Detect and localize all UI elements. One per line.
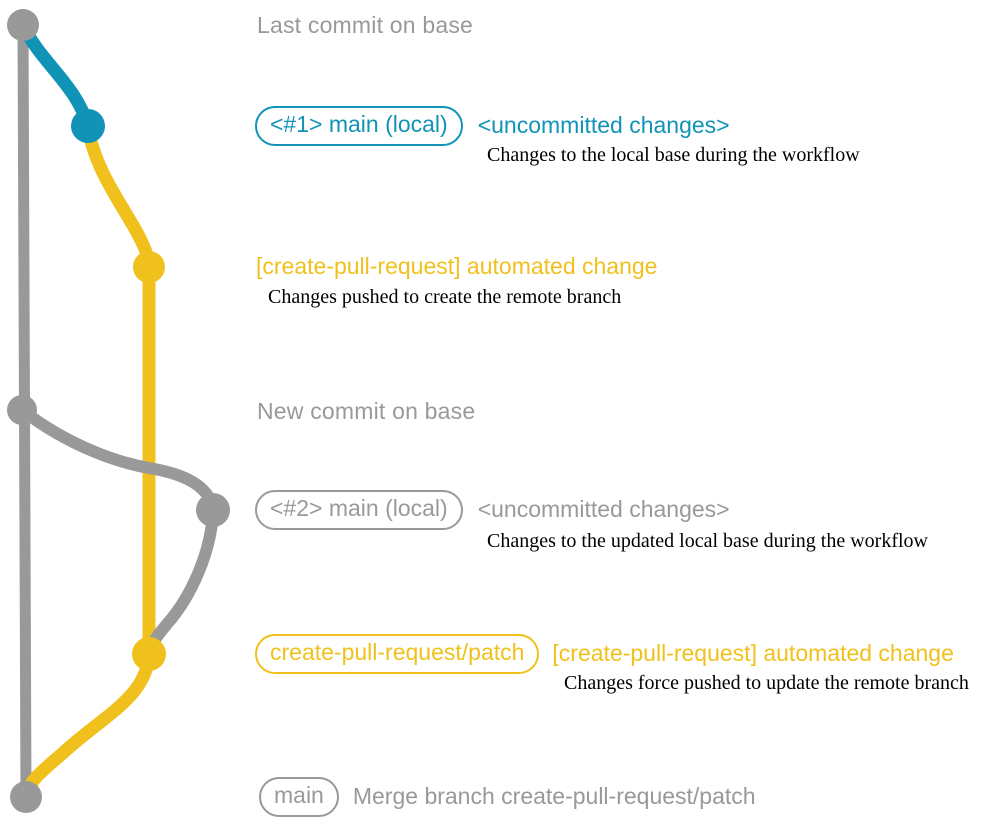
local-main-2-badge: <#2> main (local) bbox=[255, 490, 463, 530]
merge-row: main Merge branch create-pull-request/pa… bbox=[259, 777, 756, 817]
local-main-1-row: <#1> main (local) <uncommitted changes> bbox=[255, 106, 730, 146]
local-main-2-caption: Changes to the updated local base during… bbox=[487, 530, 928, 552]
patch-merge-line bbox=[19, 647, 156, 803]
patch-branch-badge: create-pull-request/patch bbox=[255, 634, 540, 674]
commit-dot-last-base bbox=[7, 9, 39, 41]
local-main-1-caption: Changes to the local base during the wor… bbox=[487, 144, 860, 166]
commit-dot-new-base bbox=[7, 395, 37, 425]
merge-label: Merge branch create-pull-request/patch bbox=[352, 783, 756, 810]
commit-dot-local-main-1 bbox=[71, 109, 105, 143]
patch-branch-line bbox=[81, 119, 156, 661]
automated-change-2-caption: Changes force pushed to update the remot… bbox=[564, 672, 969, 694]
local-main-1-tag: <uncommitted changes> bbox=[477, 112, 730, 139]
local-main-1-badge: <#1> main (local) bbox=[255, 106, 463, 146]
new-commit-title: New commit on base bbox=[257, 398, 476, 424]
commit-dot-automated-1 bbox=[133, 251, 165, 283]
last-commit-title: Last commit on base bbox=[257, 12, 474, 38]
local-main-1-line bbox=[16, 18, 95, 133]
local-main-2-row: <#2> main (local) <uncommitted changes> bbox=[255, 490, 730, 530]
automated-change-1-caption: Changes pushed to create the remote bran… bbox=[268, 286, 622, 308]
local-main-2-tag: <uncommitted changes> bbox=[477, 496, 730, 523]
patch-branch-row: create-pull-request/patch [create-pull-r… bbox=[255, 634, 954, 674]
commit-dot-automated-2 bbox=[132, 637, 166, 671]
commit-dot-local-main-2 bbox=[196, 493, 230, 527]
main-branch-badge: main bbox=[259, 777, 339, 817]
commit-dot-merge bbox=[10, 781, 42, 813]
automated-change-1-label: [create-pull-request] automated change bbox=[256, 253, 658, 279]
local-main-2-line bbox=[16, 404, 220, 659]
automated-change-2-label: [create-pull-request] automated change bbox=[552, 640, 954, 667]
